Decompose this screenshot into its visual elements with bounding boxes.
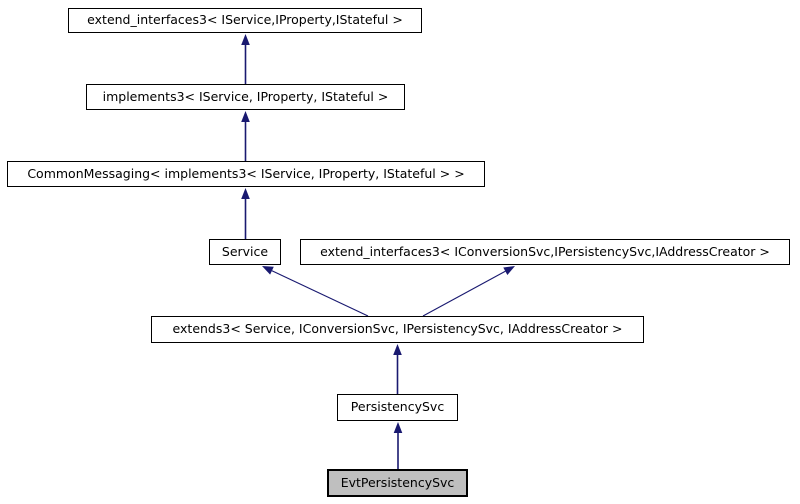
- inheritance-arrow: [422, 266, 515, 317]
- inheritance-arrow: [262, 266, 369, 317]
- inheritance-arrow: [241, 188, 250, 239]
- inheritance-arrow: [393, 344, 402, 394]
- inheritance-arrow: [241, 34, 250, 84]
- class-node-implements3[interactable]: implements3< IService, IProperty, IState…: [86, 84, 405, 110]
- inheritance-arrow: [393, 422, 403, 469]
- class-node-evt-persistency-svc: EvtPersistencySvc: [327, 469, 468, 497]
- class-node-persistency-svc[interactable]: PersistencySvc: [337, 394, 458, 421]
- class-node-extend-interfaces3-service[interactable]: extend_interfaces3< IService,IProperty,I…: [68, 8, 422, 33]
- class-node-service[interactable]: Service: [209, 239, 281, 265]
- inheritance-arrow: [241, 111, 250, 161]
- class-node-extends3[interactable]: extends3< Service, IConversionSvc, IPers…: [151, 316, 644, 343]
- class-node-extend-interfaces3-conversion[interactable]: extend_interfaces3< IConversionSvc,IPers…: [300, 239, 790, 265]
- class-node-common-messaging[interactable]: CommonMessaging< implements3< IService, …: [7, 161, 485, 187]
